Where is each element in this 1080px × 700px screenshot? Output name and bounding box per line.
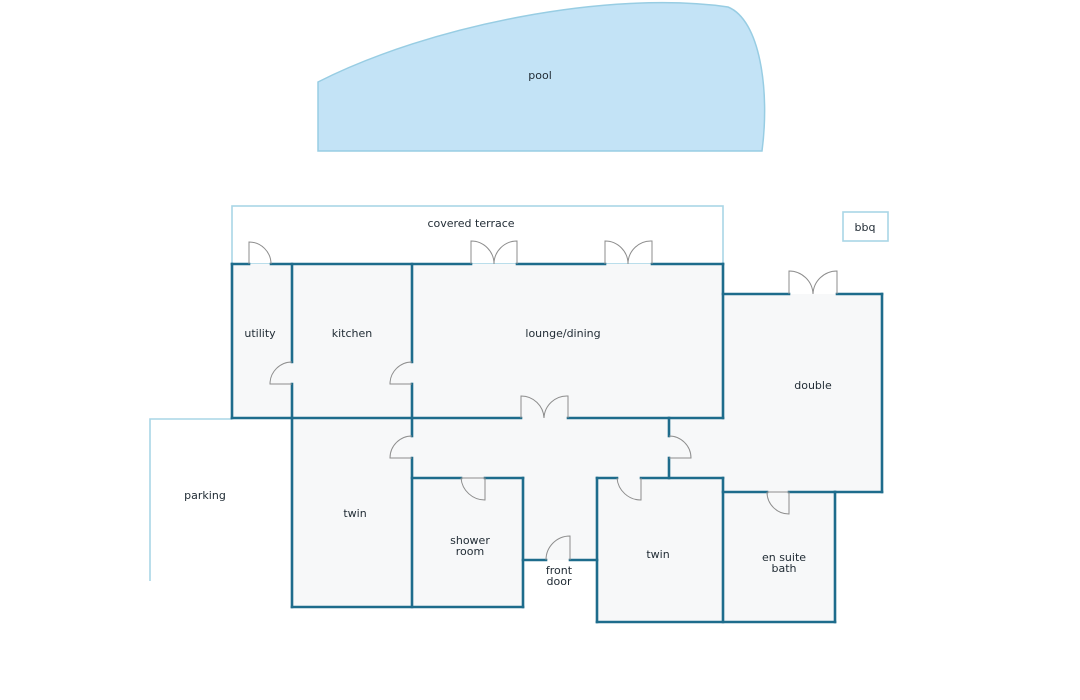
double-label: double: [794, 379, 832, 392]
room-fills: [232, 264, 882, 622]
double-fill: [723, 294, 882, 492]
hall-fill: [412, 418, 723, 478]
lounge-dining-label: lounge/dining: [525, 327, 600, 340]
front-door-label-line1: front: [546, 564, 573, 577]
kitchen-lounge-door: [389, 361, 413, 385]
twin-right-label: twin: [646, 548, 669, 561]
bbq-label: bbq: [855, 221, 876, 234]
front-door-label-line2: door: [547, 575, 572, 588]
parking-outline: [149, 418, 232, 581]
double-terrace-door: [788, 270, 838, 295]
en-suite-label-line1: en suite: [762, 551, 806, 564]
kitchen-fill: [292, 264, 412, 418]
utility-fill: [232, 264, 292, 418]
shower-door: [460, 477, 486, 501]
walls: [230, 262, 884, 624]
shower-room-label-line1: shower: [450, 534, 490, 547]
twin-right-door: [616, 477, 642, 501]
kitchen-label: kitchen: [332, 327, 373, 340]
covered-terrace-outline: [231, 205, 724, 265]
hall-lower-fill: [523, 478, 597, 560]
en-suite-label-line2: bath: [771, 562, 796, 575]
ensuite-fill: [723, 492, 835, 622]
utility-label: utility: [244, 327, 276, 340]
utility-terrace-door: [248, 241, 272, 265]
lounge-terrace-door-left: [470, 240, 518, 265]
double-hall-door: [668, 435, 692, 459]
twin-left-label: twin: [343, 507, 366, 520]
lounge-hall-door: [520, 395, 569, 419]
doors: [248, 240, 838, 561]
ensuite-door: [766, 491, 790, 515]
pool-shape: [317, 1, 766, 152]
pool-label: pool: [528, 69, 552, 82]
lounge-fill: [412, 264, 723, 418]
parking-label: parking: [184, 489, 226, 502]
twin-right-fill: [597, 478, 723, 622]
bbq-box: [842, 211, 889, 242]
utility-kitchen-door: [269, 361, 293, 385]
covered-terrace-label: covered terrace: [427, 217, 514, 230]
twin-left-door: [389, 435, 413, 459]
shower-room-label-line2: room: [456, 545, 484, 558]
lounge-terrace-door-right: [604, 240, 653, 265]
front-door: [545, 535, 571, 561]
shower-fill: [412, 478, 523, 607]
